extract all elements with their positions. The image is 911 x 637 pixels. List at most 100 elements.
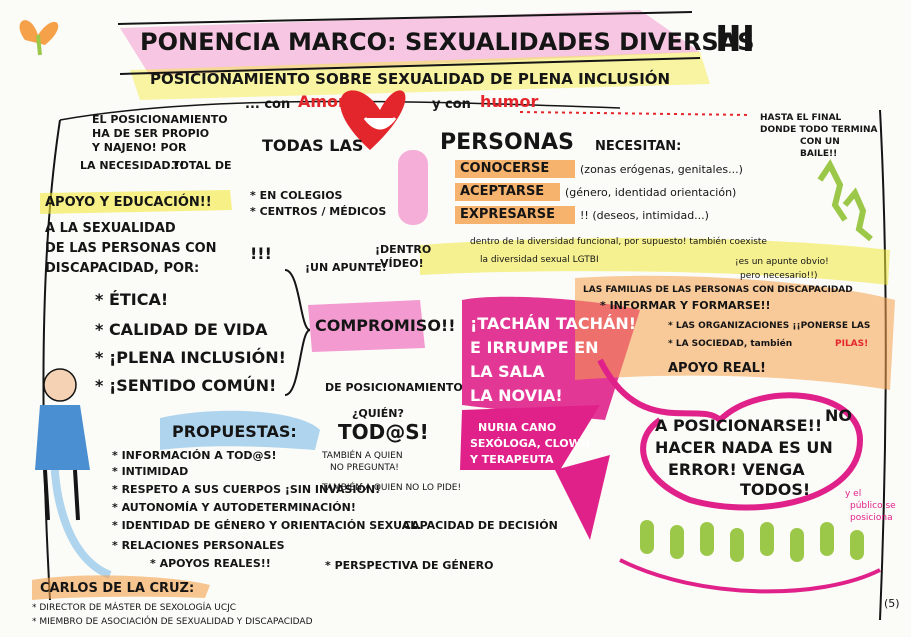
butterfly-icon [19,20,59,45]
reason-item: * ¡PLENA INCLUSIÓN! [95,348,286,367]
necesitan-label: NECESITAN: [595,139,682,154]
apoyo-real: APOYO REAL! [668,361,766,376]
familias-line: * INFORMAR Y FORMARSE!! [600,299,771,312]
intro-line: EL POSICIONAMIENTO [92,113,228,126]
intro-line: A LA SEXUALIDAD [45,221,176,236]
publico-line: público se [850,501,896,511]
propuesta-item: * APOYOS REALES!! [150,557,271,570]
posicionarse-line: TODOS! [740,480,811,499]
colegios-item: * EN COLEGIOS [250,189,343,202]
quien-label: ¿QUIÉN? [352,407,404,420]
todas-label: TODAS LAS [262,136,364,155]
exclaim-mark: !!! [250,244,272,263]
colegios-item: * CENTROS / MÉDICOS [250,205,387,218]
speaker-body [35,405,90,470]
intro-line: LA NECESIDAD.!! [80,159,185,172]
dancer-icon [817,159,848,222]
video-label: ¡DENTRO [375,243,432,256]
propuesta-item: * RELACIONES PERSONALES [112,539,285,552]
publico-line: posiciona [850,513,893,523]
propuesta-item: * AUTONOMÍA Y AUTODETERMINACIÓN! [112,501,356,514]
todos-label: TOD@S! [338,420,429,444]
capacidad-label: CAPACIDAD DE DECISIÓN [403,519,558,532]
speaker-highlight [32,575,210,600]
familias-highlight [575,275,895,390]
diversidad-line: dentro de la diversidad funcional, por s… [470,237,767,247]
tambien-line: TAMBIÉN A QUIEN NO LO PIDE! [322,483,462,493]
speaker-head [43,368,77,402]
intro-line: DISCAPACIDAD, POR: [45,261,200,276]
propuesta-item: * INTIMIDAD [112,465,189,478]
familias-line: * LA SOCIEDAD, también [668,339,793,349]
person-figure [398,150,428,225]
propuesta-item: * RESPETO A SUS CUERPOS ¡SIN INVASIÓN! [112,483,381,496]
diversidad-line: la diversidad sexual LGTBI [480,255,599,265]
perspectiva-label: * PERSPECTIVA DE GÉNERO [325,559,494,572]
reason-item: * CALIDAD DE VIDA [95,320,268,339]
need-word: CONOCERSE [460,161,550,176]
tachan-line: LA NOVIA! [470,386,563,405]
bride-arrow [555,455,610,540]
pilas-label: PILAS! [835,339,869,349]
speaker-role: * DIRECTOR DE MÁSTER DE SEXOLOGÍA UCJC [32,603,237,613]
final-line: CON UN [800,137,840,147]
need-note: (zonas erógenas, genitales...) [580,163,743,176]
page-title: PONENCIA MARCO: SEXUALIDADES DIVERSAS [140,28,755,56]
final-line: HASTA EL FINAL [760,113,842,123]
need-note: (género, identidad orientación) [565,186,737,199]
y-con-text: y con [432,97,471,112]
posicionarse-line: A POSICIONARSE!! [655,416,823,435]
intro-line: HA DE SER PROPIO [92,127,210,140]
humor-text: humor [480,92,539,111]
tambien-line: NO PREGUNTA! [330,463,399,473]
subtitle: POSICIONAMIENTO SOBRE SEXUALIDAD DE PLEN… [150,70,671,88]
propuesta-item: * IDENTIDAD DE GÉNERO Y ORIENTACIÓN SEXU… [112,519,422,532]
nuria-line: NURIA CANO [478,421,557,434]
tambien-line: TAMBIÉN A QUIEN [322,451,403,461]
apoyo-label: APOYO Y EDUCACIÓN!! [45,195,212,210]
need-note: !! (deseos, intimidad...) [580,209,709,222]
speaker-role: * MIEMBRO DE ASOCIACIÓN DE SEXUALIDAD Y … [32,617,313,627]
posicionarse-line: HACER NADA ES UN [655,438,833,457]
roman-numeral: III [715,19,756,60]
amor-text: Amor [298,92,346,111]
publico-line: y el [845,489,862,499]
tachan-line: LA SALA [470,362,545,381]
familias-line: * LAS ORGANIZACIONES ¡¡PONERSE LAS [668,321,871,331]
nuria-line: Y TERAPEUTA [470,453,554,466]
diversity-highlight [420,238,890,285]
reason-item: * ¡SENTIDO COMÚN! [95,376,277,395]
audience-figures [640,520,864,562]
final-line: DONDE TODO TERMINA [760,125,878,135]
page-number: (5) [884,597,900,610]
diversidad-line: pero necesario!!) [740,271,818,281]
reason-item: * ÉTICA! [95,290,169,309]
nuria-line: SEXÓLOGA, CLOWN [470,437,590,450]
subtitle-highlight [130,52,710,100]
apunte-label: ¡UN APUNTE! [305,261,387,274]
intro-line: Y NAJENO! POR [92,141,187,154]
video-label: VÍDEO! [380,257,424,270]
familias-line: LAS FAMILIAS DE LAS PERSONAS CON DISCAPA… [583,285,853,295]
con-text: ... con [245,97,291,112]
need-word: ACEPTARSE [460,184,545,199]
propuestas-highlight [160,410,320,450]
nuria-block [460,405,600,470]
tachan-line: E IRRUMPE EN [470,338,599,357]
posicionarse-line: ERROR! VENGA [668,460,805,479]
compromiso-label: COMPROMISO!! [315,316,456,335]
personas-label: PERSONAS [440,130,574,155]
tachan-line: ¡TACHÁN TACHÁN! [470,314,637,333]
compromiso-box [308,300,425,352]
diversidad-line: ¡es un apunte obvio! [735,257,829,267]
final-line: BAILE!! [800,149,838,159]
speaker-name: CARLOS DE LA CRUZ: [40,581,195,596]
intro-line: DE LAS PERSONAS CON [45,241,217,256]
de-posicionamiento: DE POSICIONAMIENTO [325,381,463,394]
posicionarse-line: NO [825,406,852,425]
propuesta-item: * INFORMACIÓN A TOD@S! [112,449,277,462]
header-highlight [120,10,700,76]
intro-line: TOTAL DE [172,159,232,172]
